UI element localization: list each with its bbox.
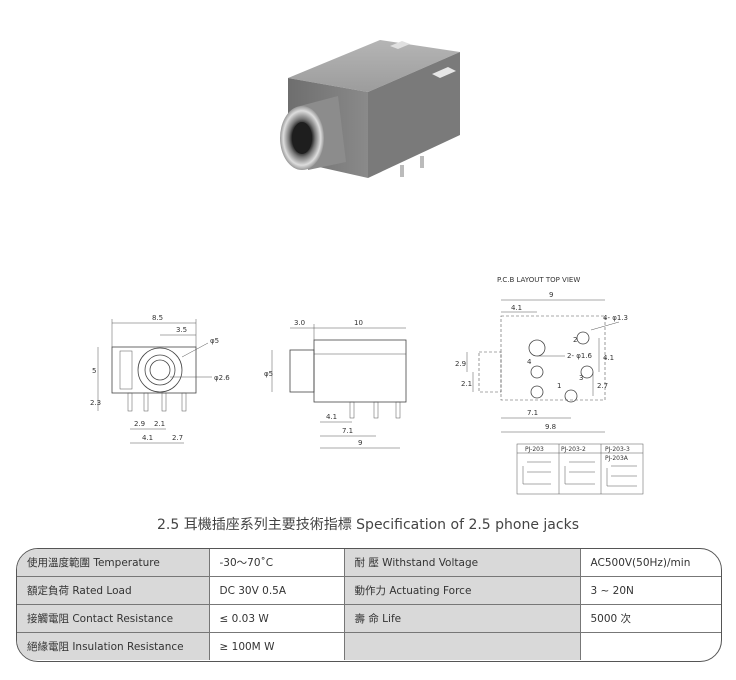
- dim-label: 7.1: [527, 409, 538, 417]
- dim-label: 4.1: [603, 354, 614, 362]
- spec-value: 5000 次: [580, 604, 721, 633]
- spec-value: ≥ 100M W: [209, 632, 345, 660]
- page-title: 2.5 耳機插座系列主要技術指標 Specification of 2.5 ph…: [157, 517, 579, 533]
- spec-value: AC500V(50Hz)/min: [580, 549, 721, 577]
- schematic-label: PJ-203-3: [605, 446, 630, 453]
- table-row: 絕緣電阻 Insulation Resistance ≥ 100M W: [17, 632, 721, 661]
- spec-table-container: 使用溫度範圍 Temperature -30～70˚C 耐 壓 Withstan…: [16, 548, 722, 662]
- spec-label: 額定負荷 Rated Load: [17, 576, 210, 605]
- spec-label: 壽 命 Life: [344, 604, 581, 633]
- spec-label: [344, 632, 581, 660]
- dim-label: 2.9: [134, 420, 145, 428]
- dim-label: 2.1: [461, 380, 472, 388]
- spec-label: 動作力 Actuating Force: [344, 576, 581, 605]
- dim-label: 9: [358, 439, 362, 447]
- pin-label: 3: [579, 374, 583, 382]
- spec-value: ≤ 0.03 W: [209, 604, 345, 633]
- spec-value: 3 ~ 20N: [580, 576, 721, 605]
- pcb-header: P.C.B LAYOUT TOP VIEW: [497, 276, 580, 284]
- dim-label: 3.0: [294, 319, 305, 327]
- dim-label: 2.7: [172, 434, 183, 442]
- dim-label: 4.1: [142, 434, 153, 442]
- dim-label: 2.3: [90, 399, 101, 407]
- dim-label: φ5: [264, 370, 273, 378]
- spec-table: 使用溫度範圍 Temperature -30～70˚C 耐 壓 Withstan…: [17, 549, 721, 660]
- schematic-label: PJ-203-2: [561, 446, 586, 453]
- spec-label: 耐 壓 Withstand Voltage: [344, 549, 581, 577]
- spec-value: DC 30V 0.5A: [209, 576, 345, 605]
- dim-label: 9.8: [545, 423, 556, 431]
- dim-label: 2.9: [455, 360, 466, 368]
- front-view-drawing: 8.5 3.5 φ5 φ2.6 5 2.3 2.9 2.1 4.1 2.7: [90, 314, 230, 444]
- dim-label: 7.1: [342, 427, 353, 435]
- table-row: 使用溫度範圍 Temperature -30～70˚C 耐 壓 Withstan…: [17, 549, 721, 577]
- spec-value: [580, 633, 721, 661]
- dim-label: 2- φ1.6: [567, 352, 593, 360]
- dim-label: 8.5: [152, 314, 163, 322]
- dim-label: 2.7: [597, 382, 608, 390]
- pin-label: 1: [557, 382, 561, 390]
- dim-label: φ2.6: [214, 374, 230, 382]
- spec-label: 接觸電阻 Contact Resistance: [17, 604, 210, 633]
- pin-label: 4: [527, 358, 532, 366]
- pin-label: 2: [573, 336, 577, 344]
- dim-label: 4- φ1.3: [603, 314, 628, 322]
- spec-value: -30～70˚C: [209, 549, 345, 577]
- spec-label: 絕緣電阻 Insulation Resistance: [17, 632, 210, 660]
- table-row: 額定負荷 Rated Load DC 30V 0.5A 動作力 Actuatin…: [17, 576, 721, 605]
- dim-label: 3.5: [176, 326, 187, 334]
- schematic-label: PJ-203A: [605, 455, 629, 462]
- dim-label: φ5: [210, 337, 219, 345]
- spec-label: 使用溫度範圍 Temperature: [17, 549, 210, 577]
- dim-label: 4.1: [511, 304, 522, 312]
- schematic-label: PJ-203: [525, 446, 544, 453]
- pcb-layout-drawing: P.C.B LAYOUT TOP VIEW 2 4 1 3 9 4.1 4- φ…: [455, 276, 644, 495]
- dim-label: 4.1: [326, 413, 337, 421]
- table-row: 接觸電阻 Contact Resistance ≤ 0.03 W 壽 命 Lif…: [17, 604, 721, 633]
- product-3d-illustration: [280, 40, 460, 178]
- side-view-drawing: 3.0 10 φ5 4.1 7.1 9: [264, 319, 407, 449]
- dim-label: 9: [549, 291, 553, 299]
- dim-label: 2.1: [154, 420, 165, 428]
- dim-label: 5: [92, 367, 96, 375]
- dim-label: 10: [354, 319, 363, 327]
